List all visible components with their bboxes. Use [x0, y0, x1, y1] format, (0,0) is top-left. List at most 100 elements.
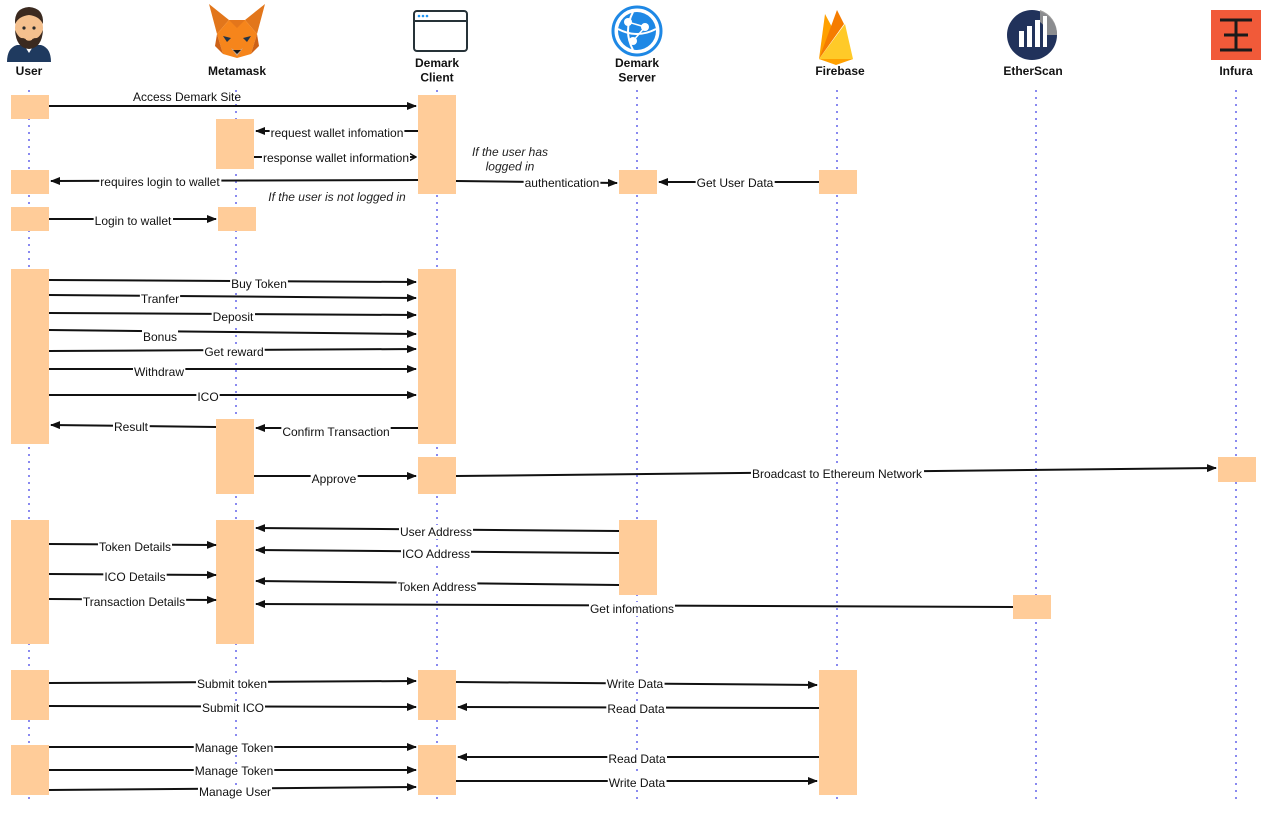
message-label: Token Details — [99, 540, 171, 554]
message-label-background — [93, 214, 174, 228]
message-label-background — [193, 741, 275, 755]
activation-box — [11, 269, 49, 444]
message-label-background — [396, 580, 478, 594]
activation-box — [216, 119, 254, 169]
message-label-background — [132, 365, 186, 379]
message-label: response wallet information — [263, 151, 409, 165]
message-label-background — [195, 677, 269, 691]
message-label-background — [523, 176, 601, 190]
message-label: Approve — [312, 472, 357, 486]
message-label-background — [103, 570, 167, 584]
message-label: Tranfer — [141, 292, 179, 306]
message-label: Access Demark Site — [133, 90, 241, 104]
message-label-background — [230, 277, 288, 291]
message-label-background — [398, 525, 474, 539]
message-label: Token Address — [398, 580, 477, 594]
message-label-background — [97, 540, 173, 554]
message-label-background — [606, 702, 667, 716]
message-label: Get infomations — [590, 602, 674, 616]
message-label-background — [607, 776, 667, 790]
message-label-background — [211, 310, 256, 324]
message-label: Read Data — [608, 752, 666, 766]
message-label-background — [269, 126, 405, 140]
message-label: Get reward — [204, 345, 263, 359]
message-label: requires login to wallet — [100, 175, 220, 189]
message-label: Write Data — [609, 776, 666, 790]
participant-label-metamask: Metamask — [208, 64, 266, 78]
message-label: Transaction Details — [83, 595, 185, 609]
activation-box — [11, 170, 49, 194]
activation-box — [11, 670, 49, 720]
message-label-background — [197, 785, 273, 799]
message-arrow — [48, 293, 417, 302]
user-avatar-icon — [7, 7, 51, 62]
participant-label-infura: Infura — [1219, 64, 1253, 78]
message-label-background — [261, 151, 411, 165]
activation-box — [218, 207, 256, 231]
message-label-background — [196, 390, 220, 404]
message-label: Broadcast to Ethereum Network — [752, 467, 923, 481]
activation-box — [819, 170, 857, 194]
message-label-background — [588, 602, 676, 616]
metamask-fox-icon — [209, 4, 265, 58]
message-label: request wallet infomation — [271, 126, 404, 140]
activation-box — [418, 269, 456, 444]
message-label: Manage User — [199, 785, 271, 799]
message-label: Buy Token — [231, 277, 287, 291]
message-label-background — [200, 701, 266, 715]
activation-box — [11, 520, 49, 644]
message-label: Submit ICO — [202, 701, 264, 715]
activation-box — [11, 95, 49, 119]
note-not-logged-in: If the user is not logged in — [268, 190, 406, 204]
lifelines — [28, 90, 1237, 800]
message-label: Login to wallet — [95, 214, 172, 228]
message-label: Read Data — [607, 702, 665, 716]
message-label: User Address — [400, 525, 472, 539]
activation-box — [11, 745, 49, 795]
participant-label-etherscan: EtherScan — [1003, 64, 1062, 78]
message-label-background — [607, 752, 668, 766]
message-label: Deposit — [213, 310, 254, 324]
browser-window-icon — [413, 10, 468, 52]
activation-box — [418, 95, 456, 194]
etherscan-chart-icon — [1007, 10, 1058, 60]
activation-box — [216, 520, 254, 644]
message-label: authentication — [525, 176, 600, 190]
message-label: ICO Address — [402, 547, 470, 561]
message-label: Withdraw — [134, 365, 184, 379]
participant-icons — [7, 4, 1261, 65]
message-label-background — [310, 472, 358, 486]
activation-box — [819, 670, 857, 795]
activation-box — [619, 170, 657, 194]
message-label-background — [281, 425, 391, 439]
message-label-background — [193, 764, 275, 778]
message-label: Confirm Transaction — [282, 425, 389, 439]
message-label: Result — [114, 420, 149, 434]
activation-box — [1013, 595, 1051, 619]
firebase-flame-icon — [819, 10, 853, 65]
message-label-background — [141, 330, 179, 344]
message-label: ICO Details — [104, 570, 165, 584]
participant-label-user: User — [16, 64, 43, 78]
message-label-background — [400, 547, 472, 561]
message-arrow — [48, 329, 417, 338]
message-label-background — [605, 677, 665, 691]
message-label-background — [203, 345, 265, 359]
message-label-background — [750, 467, 925, 481]
message-label: Submit token — [197, 677, 267, 691]
message-label-background — [81, 595, 187, 609]
activation-box — [418, 457, 456, 494]
participant-label-firebase: Firebase — [815, 64, 865, 78]
infura-logo-icon — [1211, 10, 1261, 60]
activation-box — [216, 419, 254, 494]
message-label: ICO — [197, 390, 218, 404]
message-label-background — [695, 176, 775, 190]
message-label: Get User Data — [697, 176, 774, 190]
message-label: Write Data — [607, 677, 664, 691]
